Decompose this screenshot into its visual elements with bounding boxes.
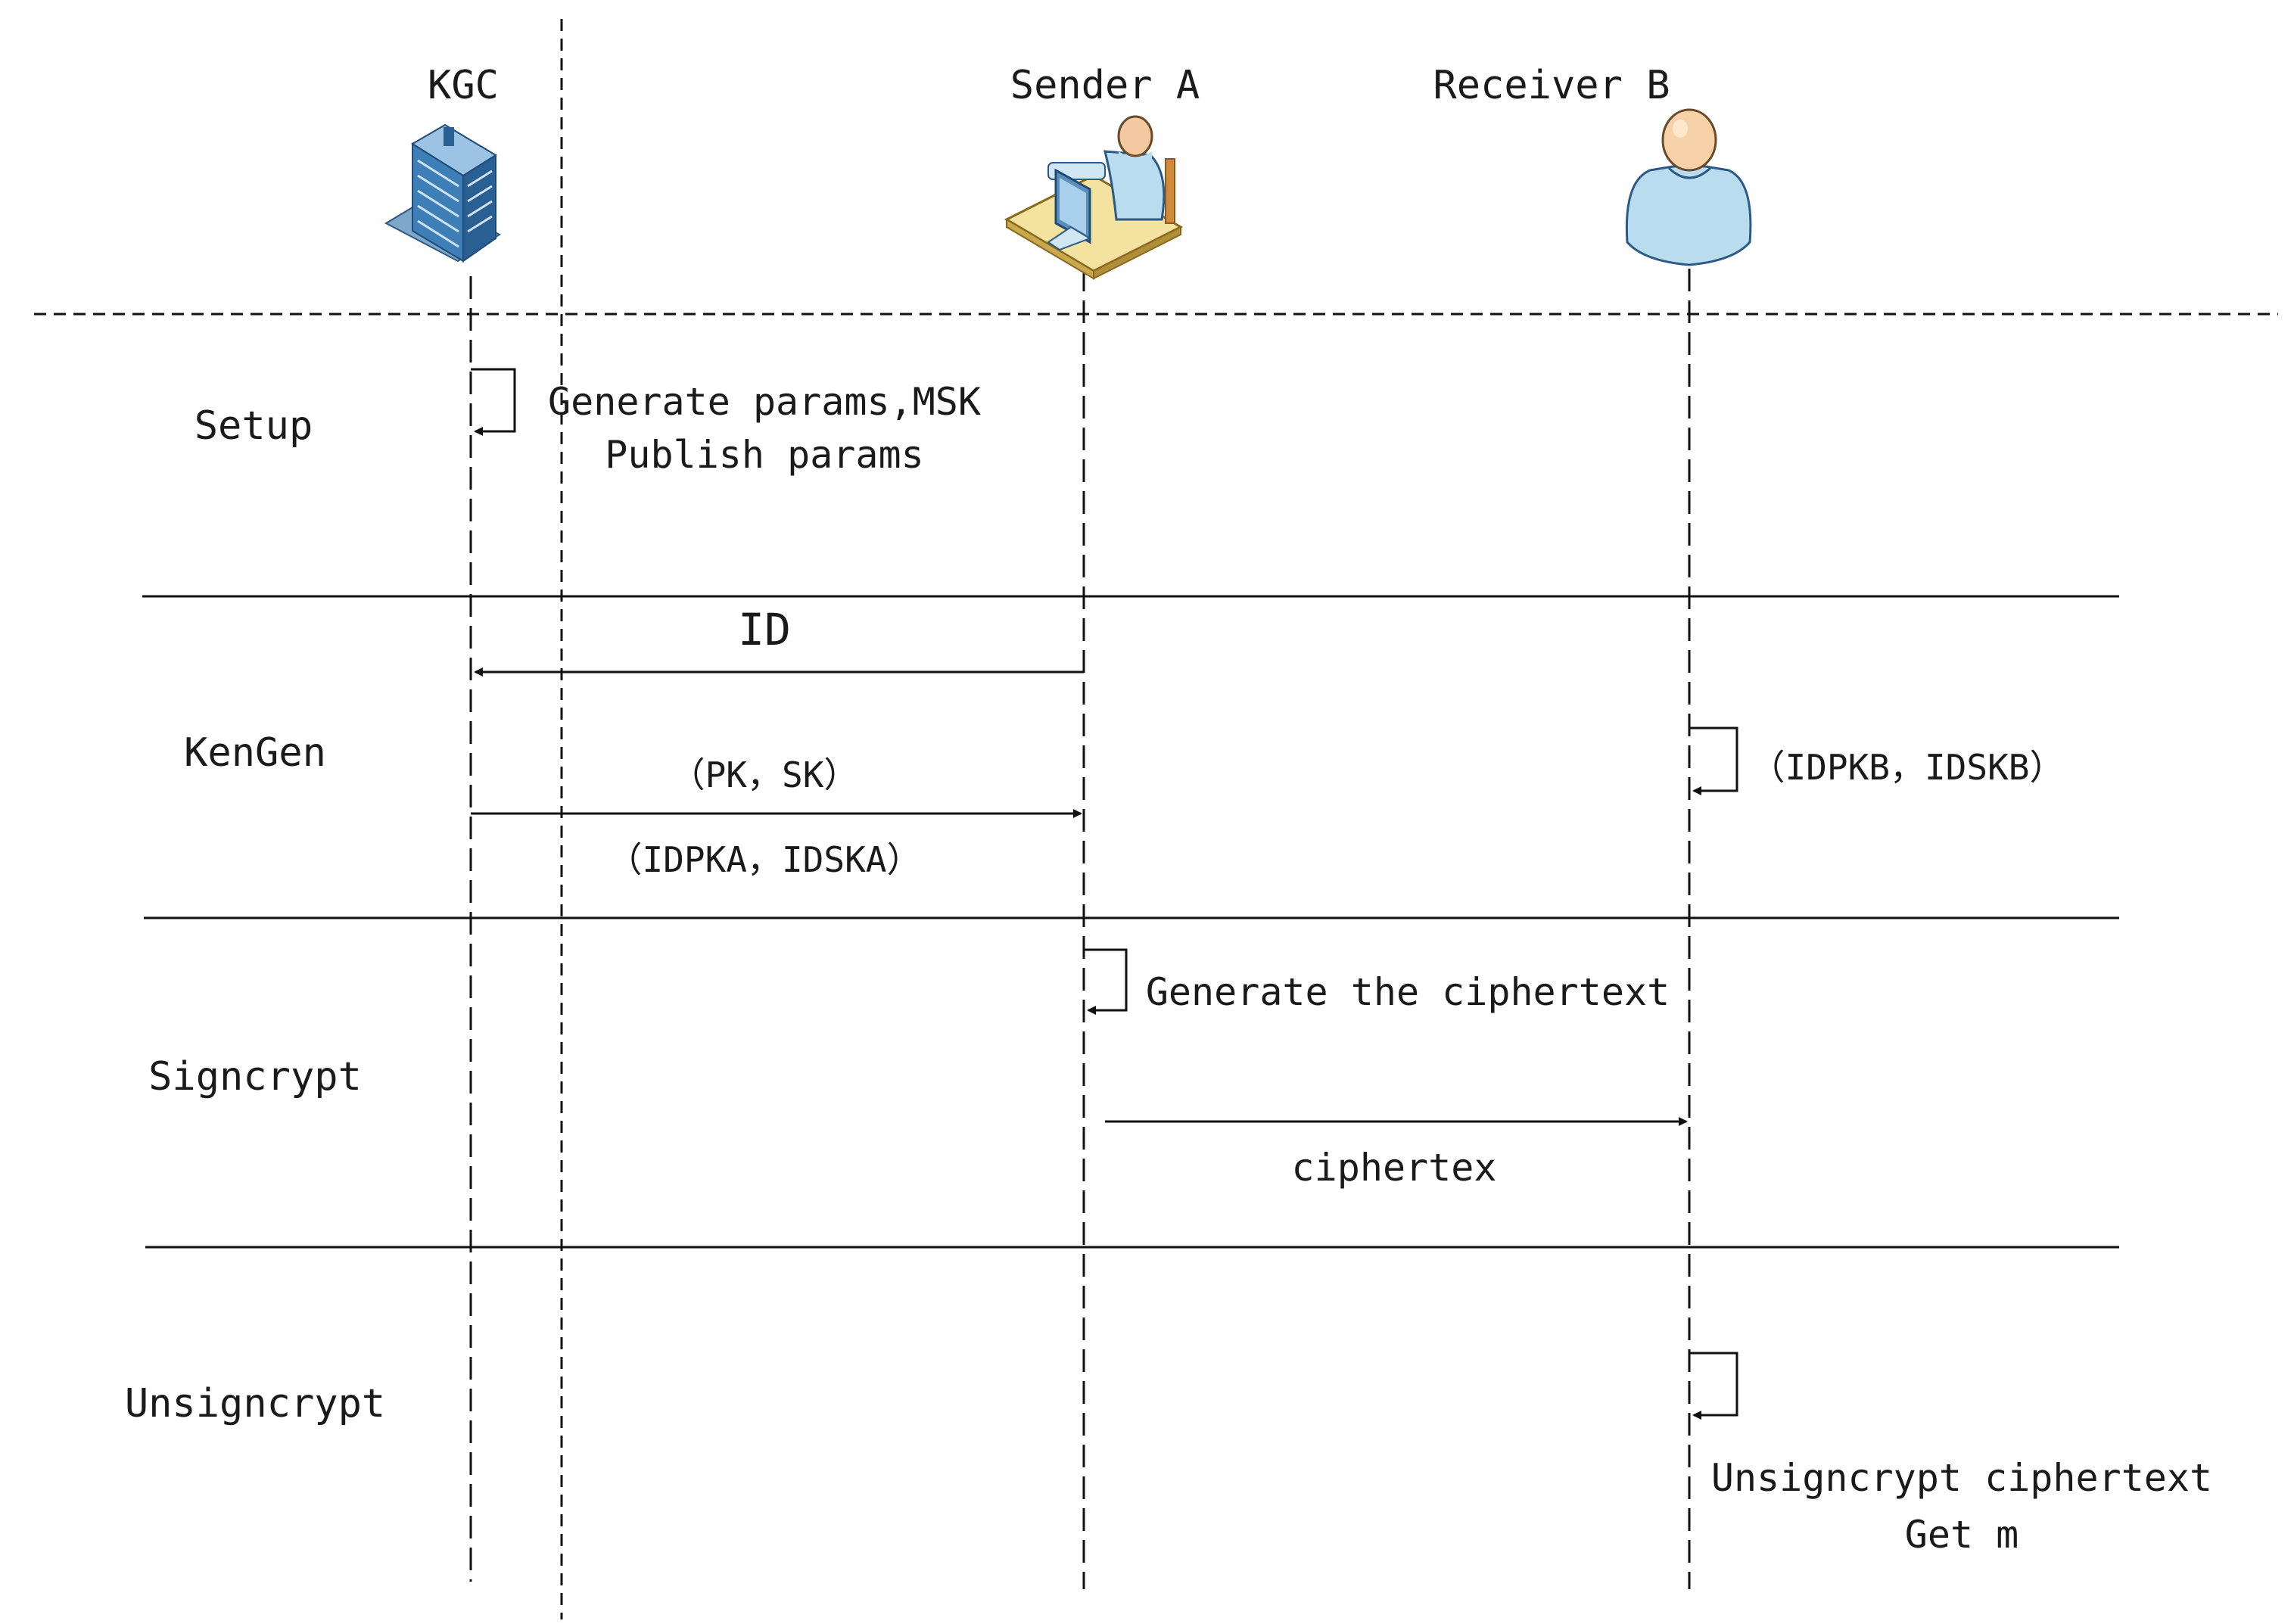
unsigncrypt-message-line2: Get m xyxy=(1905,1513,2019,1557)
participant-sender-label: Sender A xyxy=(1010,63,1200,108)
generate-ciphertext-label: Generate the ciphertext xyxy=(1146,970,1670,1014)
person-at-computer-icon xyxy=(1004,115,1184,280)
office-building-icon xyxy=(384,123,502,263)
id-message-label: ID xyxy=(738,604,791,655)
setup-message-line2: Publish params xyxy=(605,433,923,477)
phase-signcrypt-label: Signcrypt xyxy=(148,1054,362,1100)
ciphertex-message-label: ciphertex xyxy=(1292,1146,1497,1190)
receiver-unsigncrypt-self-arrow xyxy=(1689,1352,1738,1420)
sender-signcrypt-self-arrow xyxy=(1084,948,1128,1015)
setup-message-line1: Generate params,MSK xyxy=(548,380,981,424)
participant-receiver-label: Receiver B xyxy=(1433,63,1670,108)
setup-self-message-arrow xyxy=(471,368,516,436)
receiver-keygen-self-arrow xyxy=(1689,726,1738,795)
idpka-idska-label: （IDPKA，IDSKA） xyxy=(608,839,922,880)
pk-sk-message-label: （PK，SK） xyxy=(671,754,859,795)
unsigncrypt-message-line1: Unsigncrypt ciphertext xyxy=(1711,1456,2212,1500)
phase-unsigncrypt-label: Unsigncrypt xyxy=(125,1381,385,1426)
phase-setup-label: Setup xyxy=(195,403,313,449)
participant-kgc-label: KGC xyxy=(428,63,499,108)
person-icon xyxy=(1625,108,1752,266)
idpkb-idskb-label: （IDPKB，IDSKB） xyxy=(1751,747,2065,788)
phase-keygen-label: KenGen xyxy=(184,730,326,776)
